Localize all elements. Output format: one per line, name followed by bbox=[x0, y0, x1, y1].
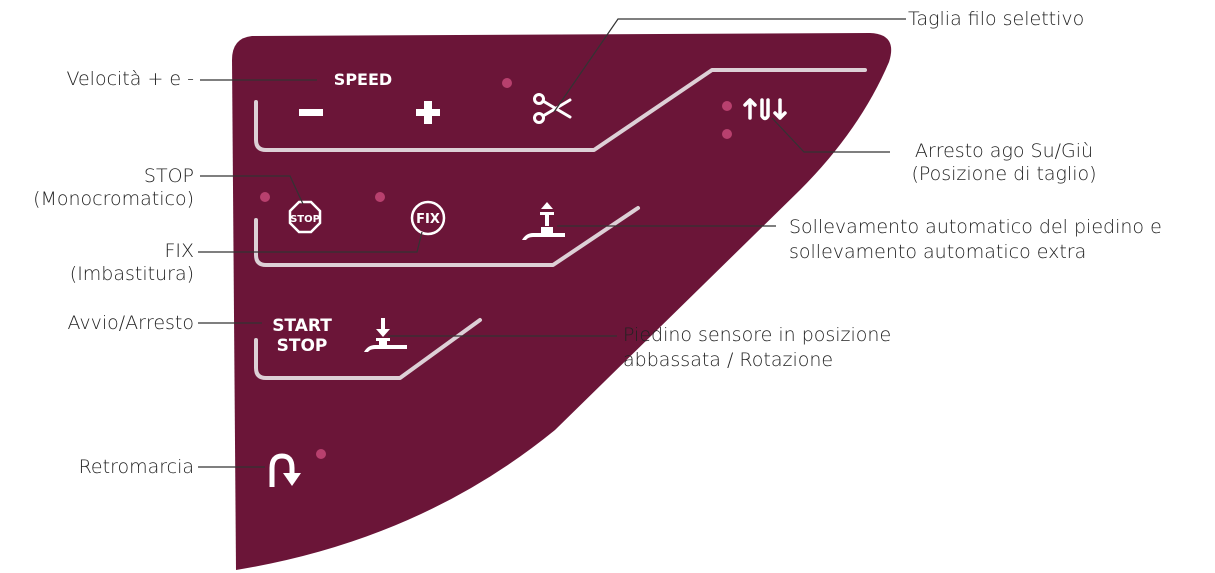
callout-foot-lift-line2: sollevamento automatico extra bbox=[789, 241, 1087, 263]
presser-foot-down-icon[interactable] bbox=[364, 318, 407, 352]
callout-line-thread-cut bbox=[553, 18, 906, 113]
callout-stop-line1: STOP bbox=[143, 165, 194, 187]
led-needle-up bbox=[722, 101, 732, 111]
start-stop-label-line1: START bbox=[272, 316, 332, 336]
callout-speed: Velocità + e - bbox=[66, 68, 194, 90]
callout-foot-down-line2: abbassata / Rotazione bbox=[623, 349, 834, 371]
callout-line-stop bbox=[200, 175, 304, 205]
callout-line-needle bbox=[771, 117, 890, 153]
callout-reverse: Retromarcia bbox=[78, 456, 194, 478]
presser-foot-up-icon[interactable] bbox=[522, 202, 565, 240]
callout-start-stop: Avvio/Arresto bbox=[67, 312, 194, 334]
start-stop-button[interactable]: START STOP bbox=[272, 316, 332, 356]
speed-minus-button[interactable] bbox=[299, 109, 323, 116]
led-stop bbox=[260, 192, 270, 202]
callout-foot-down-line1: Piedino sensore in posizione bbox=[623, 324, 892, 346]
fix-button[interactable]: FIX bbox=[410, 200, 446, 236]
callout-needle-line1: Arresto ago Su/Giù bbox=[914, 140, 1094, 162]
led-reverse bbox=[316, 449, 326, 459]
callout-thread-cut: Taglia filo selettivo bbox=[908, 8, 1085, 30]
group-line-speed bbox=[254, 68, 867, 152]
reverse-icon[interactable] bbox=[269, 453, 301, 487]
callout-needle-line2: (Posizione di taglio) bbox=[911, 163, 1097, 185]
group-line-start-stop bbox=[254, 318, 482, 380]
led-thread-cut bbox=[502, 78, 512, 88]
callout-line-fix bbox=[198, 231, 423, 253]
led-needle-down bbox=[722, 129, 732, 139]
control-panel bbox=[232, 33, 892, 570]
stop-button[interactable]: STOP bbox=[288, 200, 322, 234]
callout-fix-line1: FIX bbox=[164, 240, 194, 262]
speed-label: SPEED bbox=[334, 70, 392, 89]
callout-fix-line2: (Imbastitura) bbox=[69, 263, 194, 285]
start-stop-label-line2: STOP bbox=[277, 336, 328, 356]
group-line-stop-fix bbox=[254, 206, 640, 267]
callout-foot-lift-line1: Sollevamento automatico del piedino e bbox=[789, 216, 1162, 238]
fix-button-label: FIX bbox=[416, 212, 440, 227]
callout-stop-line2: (Monocromatico) bbox=[33, 188, 194, 210]
speed-plus-button[interactable] bbox=[416, 101, 440, 124]
led-fix bbox=[375, 192, 385, 202]
stop-button-label: STOP bbox=[290, 214, 320, 225]
needle-up-down-icon[interactable] bbox=[743, 98, 787, 121]
